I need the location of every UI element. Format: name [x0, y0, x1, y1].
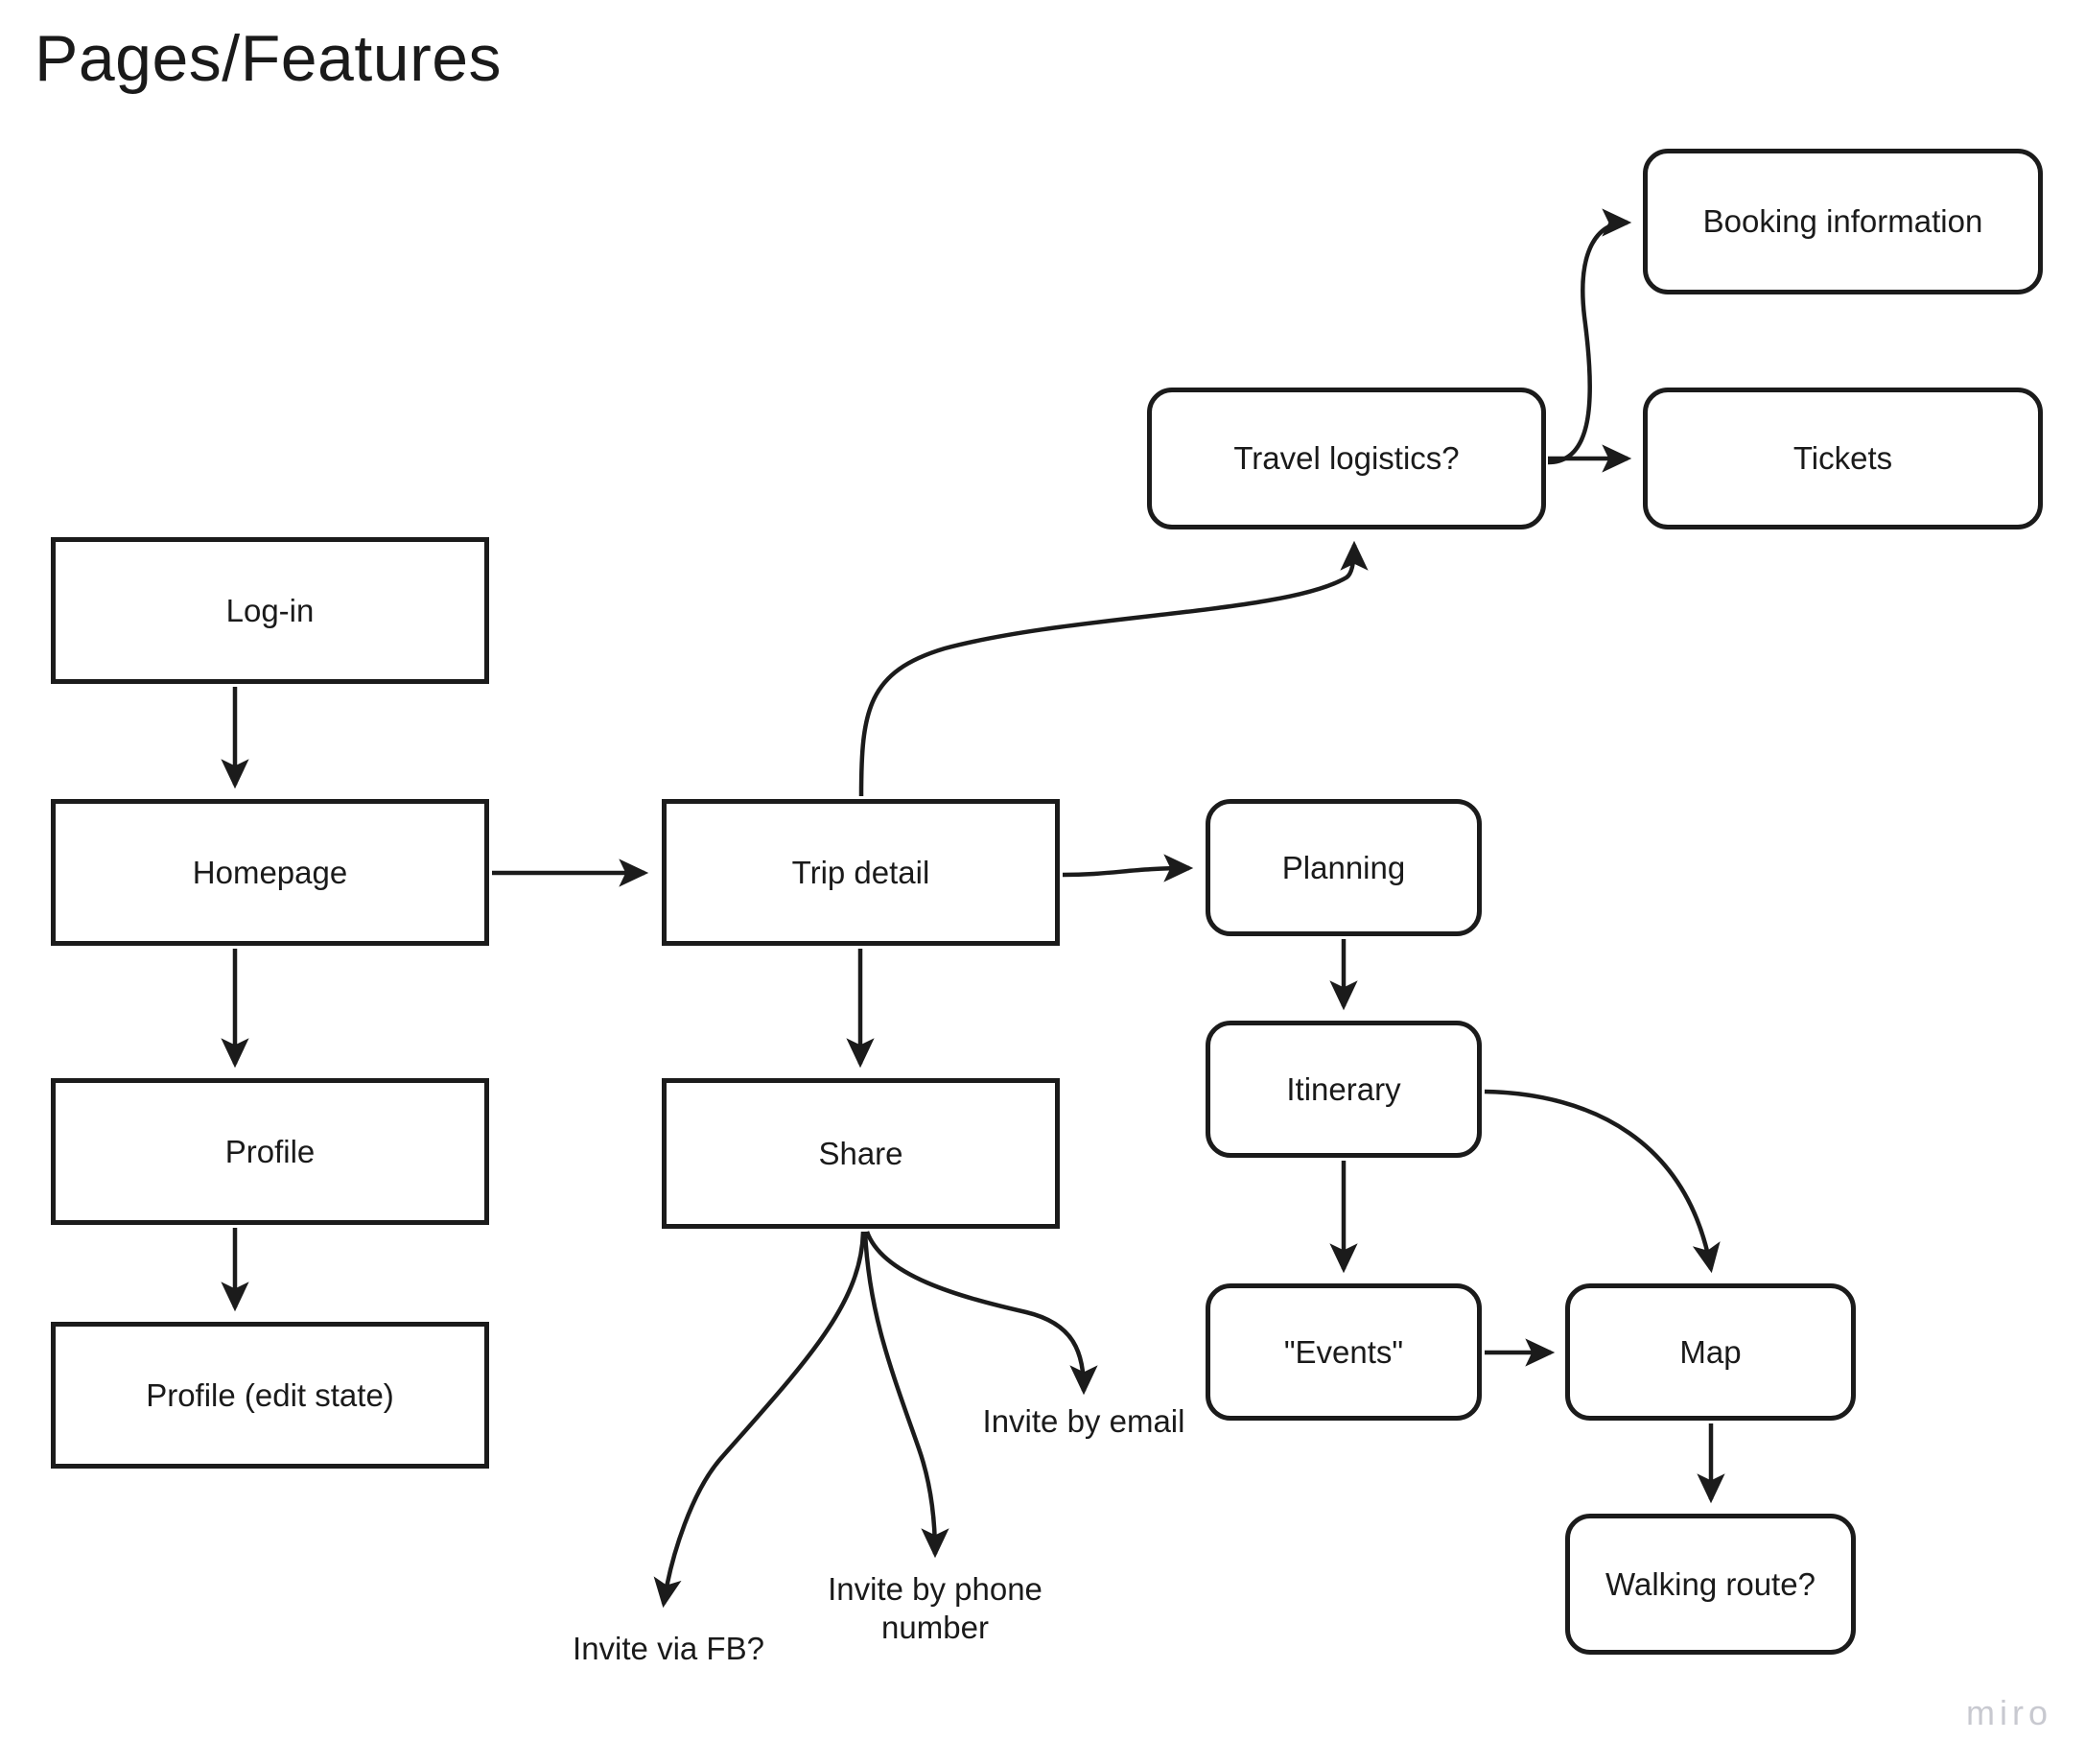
node-profile[interactable]: Profile: [51, 1078, 489, 1225]
node-planning[interactable]: Planning: [1206, 799, 1482, 936]
node-booking-information[interactable]: Booking information: [1643, 149, 2043, 294]
label-invite-by-phone-number: Invite by phone number: [828, 1571, 1042, 1646]
edge-tripdetail-travellogistics: [858, 540, 1369, 797]
node-profile-edit-state[interactable]: Profile (edit state): [51, 1322, 489, 1469]
node-travel-logistics[interactable]: Travel logistics?: [1147, 388, 1546, 529]
edge-travellogistics-booking: [1547, 208, 1632, 465]
node-label: Trip detail: [791, 854, 930, 890]
node-walking-route[interactable]: Walking route?: [1565, 1514, 1856, 1655]
edge-share-invitefb: [653, 1231, 866, 1609]
node-log-in[interactable]: Log-in: [51, 537, 489, 684]
node-label: Log-in: [225, 592, 315, 628]
node-label: Itinerary: [1286, 1070, 1401, 1107]
edge-share-invitephone: [862, 1231, 949, 1559]
edge-tripdetail-planning: [1062, 854, 1194, 882]
node-label: Planning: [1281, 849, 1406, 885]
miro-watermark: miro: [1966, 1693, 2052, 1732]
node-label: Tickets: [1792, 440, 1893, 477]
node-itinerary[interactable]: Itinerary: [1206, 1021, 1482, 1158]
node-map[interactable]: Map: [1565, 1283, 1856, 1421]
label-invite-via-fb: Invite via FB?: [573, 1631, 764, 1666]
node-trip-detail[interactable]: Trip detail: [662, 799, 1060, 946]
edge-itinerary-map: [1484, 1089, 1721, 1274]
node-label: Map: [1679, 1333, 1742, 1370]
node-label: Profile: [224, 1133, 316, 1169]
node-label: Homepage: [192, 854, 348, 890]
node-label: Booking information: [1702, 203, 1983, 240]
edge-share-inviteemail: [864, 1231, 1098, 1396]
page-title: Pages/Features: [35, 22, 503, 95]
node-tickets[interactable]: Tickets: [1643, 388, 2043, 529]
node-share[interactable]: Share: [662, 1078, 1060, 1229]
node-label: "Events": [1283, 1333, 1404, 1370]
node-label: Walking route?: [1605, 1565, 1816, 1602]
node-label: Profile (edit state): [146, 1376, 394, 1413]
node-homepage[interactable]: Homepage: [51, 799, 489, 946]
label-invite-by-email: Invite by email: [982, 1403, 1185, 1439]
node-label: Share: [818, 1135, 903, 1171]
node-events[interactable]: "Events": [1206, 1283, 1482, 1421]
node-label: Travel logistics?: [1233, 440, 1460, 477]
